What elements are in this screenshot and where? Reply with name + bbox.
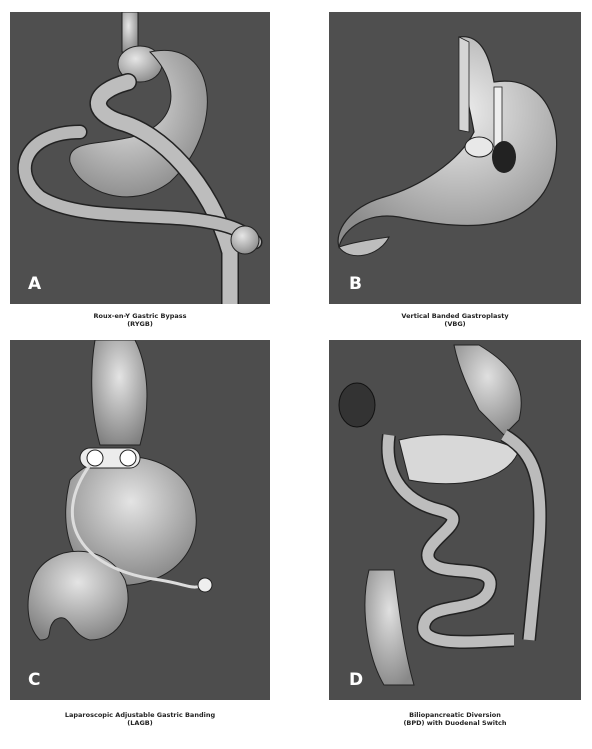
caption-d-line2: (BPD) with Duodenal Switch <box>329 719 581 727</box>
caption-b-line2: (VBG) <box>329 320 581 328</box>
caption-b: Vertical Banded Gastroplasty (VBG) <box>329 312 581 328</box>
caption-d: Biliopancreatic Diversion (BPD) with Duo… <box>329 711 581 727</box>
caption-d-line1: Biliopancreatic Diversion <box>329 711 581 719</box>
panel-d-bpd-ds: D <box>329 340 581 700</box>
caption-c-line1: Laparoscopic Adjustable Gastric Banding <box>10 711 270 719</box>
lagb-illustration <box>10 340 270 700</box>
caption-a: Roux-en-Y Gastric Bypass (RYGB) <box>10 312 270 328</box>
caption-c: Laparoscopic Adjustable Gastric Banding … <box>10 711 270 727</box>
bpd-illustration <box>329 340 581 700</box>
caption-a-line1: Roux-en-Y Gastric Bypass <box>10 312 270 320</box>
panel-letter-a: A <box>28 274 41 294</box>
panel-letter-b: B <box>349 274 362 294</box>
panel-letter-c: C <box>28 670 40 690</box>
rygb-illustration <box>10 12 270 304</box>
caption-b-line1: Vertical Banded Gastroplasty <box>329 312 581 320</box>
vbg-illustration <box>329 12 581 304</box>
caption-a-line2: (RYGB) <box>10 320 270 328</box>
caption-c-line2: (LAGB) <box>10 719 270 727</box>
panel-c-lagb: C <box>10 340 270 700</box>
panel-a-rygb: A <box>10 12 270 304</box>
panel-b-vbg: B <box>329 12 581 304</box>
panel-letter-d: D <box>349 670 363 690</box>
